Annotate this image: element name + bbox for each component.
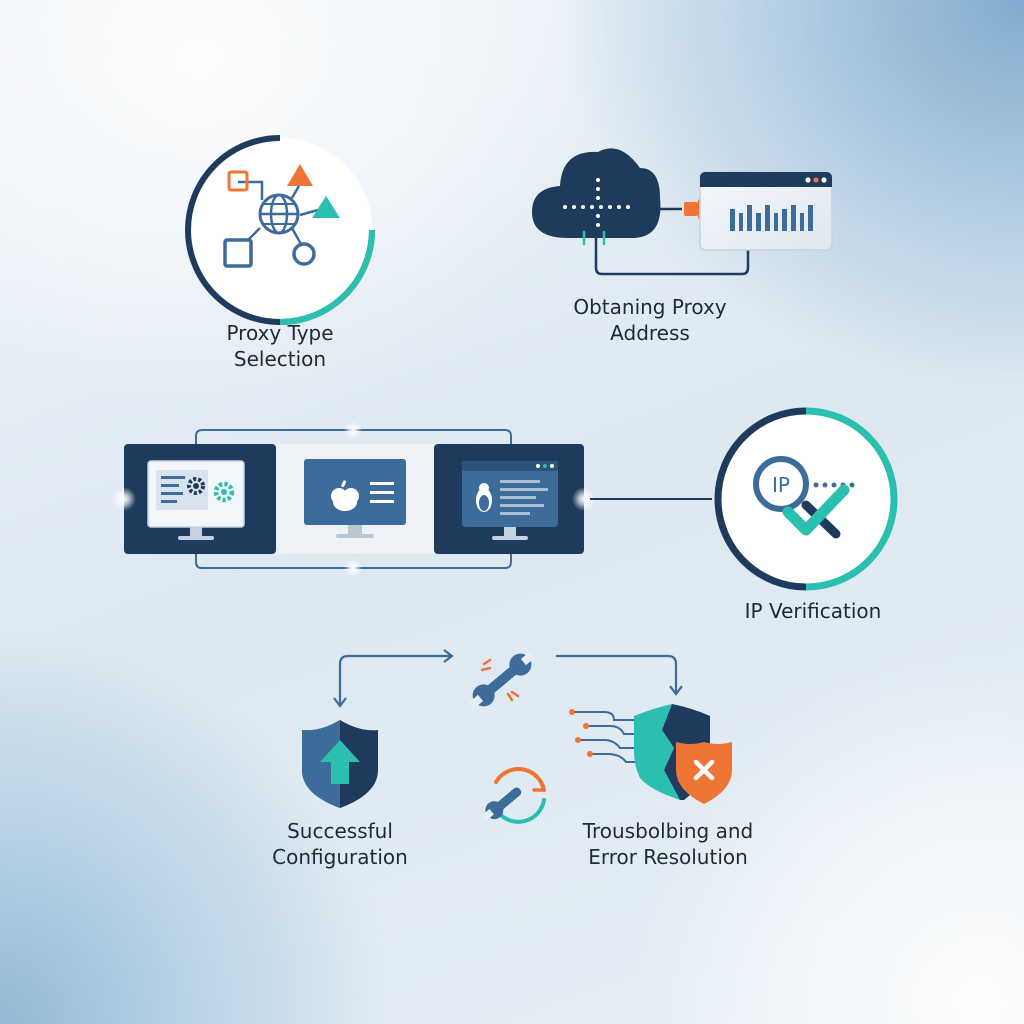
ip-label: IP [772, 473, 790, 497]
label-line: Address [610, 321, 690, 345]
magnifier-check-icon: IP [753, 456, 855, 539]
apple-monitor-icon [304, 459, 406, 538]
obtaining-proxy-illustration [532, 148, 833, 276]
label-line: Proxy Type [226, 321, 334, 345]
error-shield-icon [676, 742, 732, 804]
step-ip-verification-label: IP Verification [713, 598, 913, 624]
step-troubleshooting-label: Trousbolbing and Error Resolution [553, 818, 783, 870]
cloud-icon [532, 148, 661, 246]
ip-verification-badge: IP [714, 407, 898, 591]
wrench-icon [468, 651, 536, 709]
os-selection-panel [112, 421, 596, 577]
step-obtaining-label: Obtaning Proxy Address [540, 294, 760, 346]
step-proxy-type-label: Proxy Type Selection [180, 320, 380, 372]
step-success-label: Successful Configuration [240, 818, 440, 870]
label-line: Selection [233, 347, 327, 371]
label-line: Obtaning Proxy [573, 295, 727, 319]
label-line: IP Verification [744, 599, 882, 623]
label-line: Error Resolution [588, 845, 748, 869]
shield-arrow-up-icon [302, 720, 378, 808]
label-line: Successful [287, 819, 393, 843]
proxy-type-badge [185, 135, 375, 325]
label-line: Configuration [272, 845, 408, 869]
browser-window-icon [699, 171, 833, 251]
network-globe-icon [223, 164, 340, 268]
label-line: Trousbolbing and [582, 819, 754, 843]
flow-arrows [333, 649, 683, 708]
windows-monitor-icon [147, 460, 245, 540]
refresh-wrench-icon [482, 767, 546, 824]
linux-monitor-icon [462, 461, 558, 540]
